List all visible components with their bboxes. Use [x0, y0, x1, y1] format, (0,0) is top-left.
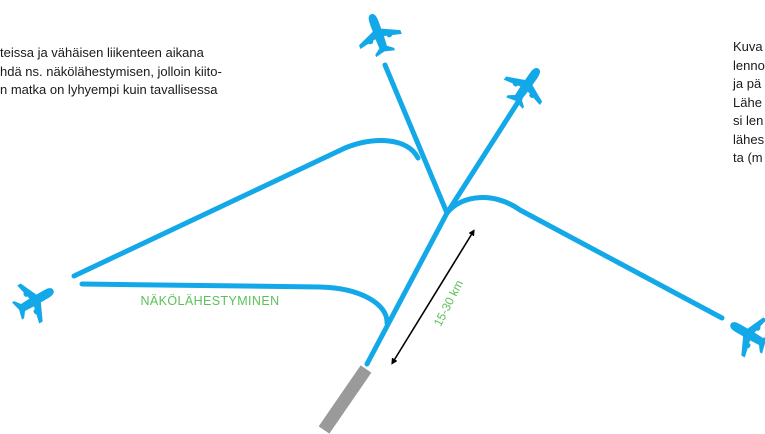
description-right-line: Lähe	[733, 94, 762, 110]
description-left-line: n matka on lyhyempi kuin tavallisessa	[0, 82, 218, 97]
visual-approach-label: NÄKÖLÄHESTYMINEN	[140, 294, 279, 308]
description-left: teissa ja vähäisen liikenteen aikana hdä…	[0, 44, 222, 100]
distance-label: 15-30 km	[431, 278, 466, 329]
description-left-line: teissa ja vähäisen liikenteen aikana	[0, 45, 204, 60]
runway	[318, 365, 372, 434]
description-left-line: hdä ns. näkölähestymisen, jolloin kiito-	[0, 63, 222, 79]
description-right-line: Kuva	[733, 39, 763, 54]
description-right-line: ta (m	[733, 150, 763, 165]
description-right-line: lähes	[733, 131, 765, 147]
airplane-icon	[350, 6, 407, 62]
airplane-icon	[496, 55, 557, 116]
description-right: Kuva lenno ja pä Lähe si len lähes ta (m	[733, 38, 765, 168]
visual-approach-route	[79, 281, 390, 326]
description-right-line: ja pä	[733, 76, 762, 91]
airplane-icon	[719, 304, 765, 365]
west-approach-route	[71, 138, 421, 279]
north-approach-route	[382, 62, 450, 216]
distance-arrow	[391, 229, 475, 365]
description-right-line: si len	[733, 113, 764, 128]
east-approach-route	[444, 195, 725, 321]
description-right-line: lenno	[733, 57, 765, 73]
airplane-icon	[5, 270, 65, 331]
